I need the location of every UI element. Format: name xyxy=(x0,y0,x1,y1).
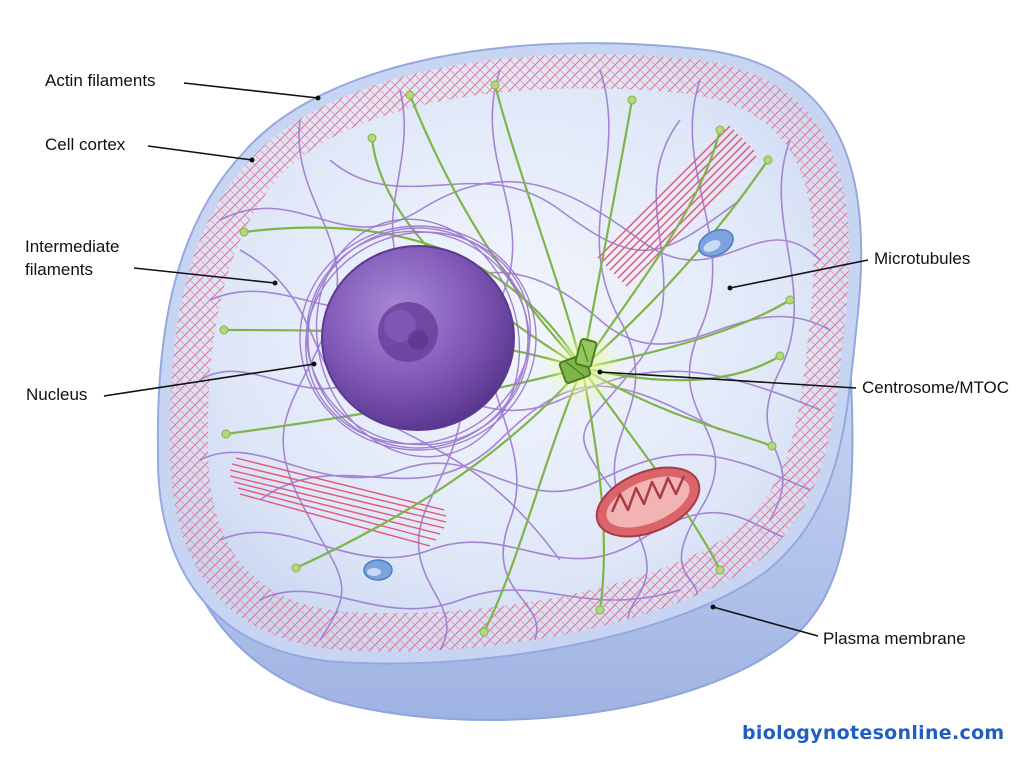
microtubule-plus-ends xyxy=(219,80,795,637)
mitochondrion xyxy=(595,466,701,538)
label-microtubules: Microtubules xyxy=(874,249,971,268)
cell-cortex-actin-mesh xyxy=(169,54,850,652)
vesicle-lower xyxy=(363,559,393,581)
actin-stress-fiber-upper xyxy=(597,125,757,287)
label-actin-filaments: Actin filaments xyxy=(45,71,156,90)
label-intermediate-filaments-line2: filaments xyxy=(25,260,94,279)
leader-line-cortex xyxy=(147,145,253,161)
nuclear-lamina-cage xyxy=(299,218,537,458)
nucleolus xyxy=(378,302,438,362)
vesicle-upper xyxy=(698,228,734,258)
leader-line-intermediate xyxy=(133,267,276,284)
leader-line-centrosome xyxy=(599,371,857,389)
leader-line-membrane xyxy=(712,606,819,637)
label-intermediate-filaments-line1: Intermediate xyxy=(25,237,120,256)
leader-lines xyxy=(103,82,869,637)
leader-line-actin xyxy=(183,82,319,99)
label-cell-cortex: Cell cortex xyxy=(45,135,126,154)
label-nucleus: Nucleus xyxy=(26,385,88,404)
centrosome-centrioles xyxy=(558,338,598,384)
label-centrosome-mtoc: Centrosome/MTOC xyxy=(862,378,1010,397)
leader-line-microtubules xyxy=(729,259,869,289)
leader-line-nucleus xyxy=(103,363,315,397)
label-plasma-membrane: Plasma membrane xyxy=(823,629,966,648)
watermark: biologynotesonline.com xyxy=(742,722,1005,744)
leader-dots xyxy=(249,95,733,610)
